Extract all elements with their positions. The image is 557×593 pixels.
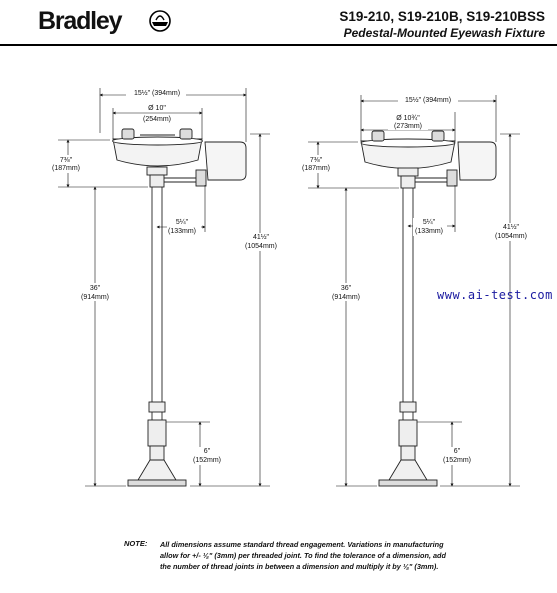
right-bowl-height-mm: (187mm) <box>302 165 330 172</box>
left-overall-width: 15½" (394mm) <box>134 89 180 97</box>
note-line-3: the number of thread joints in between a… <box>160 562 439 571</box>
eyewash-logo-icon <box>149 10 171 32</box>
left-dimension-labels: 15½" (394mm) Ø 10" (254mm) 7⅜" (187mm) 5… <box>52 88 280 465</box>
note-text: All dimensions assume standard thread en… <box>160 539 480 572</box>
right-pedestal-height: 36" <box>341 285 352 292</box>
left-pedestal-height-mm: (914mm) <box>81 294 109 301</box>
right-base-height: 6" <box>454 448 461 455</box>
left-base-height: 6" <box>204 448 211 455</box>
right-dimensions <box>308 95 520 487</box>
right-total-height: 41½" <box>503 223 520 231</box>
right-bowl-diameter: Ø 10¾" <box>396 115 420 122</box>
note-label: NOTE: <box>124 539 148 548</box>
watermark-text: www.ai-test.com <box>437 288 553 302</box>
header-divider <box>0 44 557 46</box>
left-total-height: 41½" <box>253 233 270 241</box>
right-offset: 5¼" <box>423 219 436 226</box>
model-numbers: S19-210, S19-210B, S19-210BSS <box>339 9 545 24</box>
note-line-1: All dimensions assume standard thread en… <box>160 540 444 549</box>
right-total-height-mm: (1054mm) <box>495 233 527 240</box>
right-bowl-height: 7⅜" <box>310 157 323 164</box>
left-total-height-mm: (1054mm) <box>245 243 277 250</box>
left-fixture <box>112 128 247 487</box>
left-offset-mm: (133mm) <box>168 228 196 235</box>
right-base-height-mm: (152mm) <box>443 457 471 464</box>
left-pedestal-height: 36" <box>90 285 101 292</box>
right-pedestal-height-mm: (914mm) <box>332 294 360 301</box>
left-offset: 5¼" <box>176 219 189 226</box>
right-bowl-diameter-mm: (273mm) <box>394 123 422 130</box>
right-dimension-labels: 15½" (394mm) Ø 10¾" (273mm) 7⅜" (187mm) … <box>302 94 530 465</box>
left-dimensions <box>58 88 270 487</box>
left-bowl-height-mm: (187mm) <box>52 165 80 172</box>
brand-logo: Bradley <box>38 7 123 35</box>
left-bowl-height: 7⅜" <box>60 157 73 164</box>
product-subtitle: Pedestal-Mounted Eyewash Fixture <box>343 26 545 40</box>
left-base-height-mm: (152mm) <box>193 457 221 464</box>
left-bowl-diameter: Ø 10" <box>148 105 166 112</box>
left-bowl-diameter-mm: (254mm) <box>143 116 171 123</box>
right-fixture <box>360 130 497 487</box>
note-line-2: allow for +/- ⅛" (3mm) per threaded join… <box>160 551 446 560</box>
right-overall-width: 15½" (394mm) <box>405 96 451 104</box>
right-offset-mm: (133mm) <box>415 228 443 235</box>
